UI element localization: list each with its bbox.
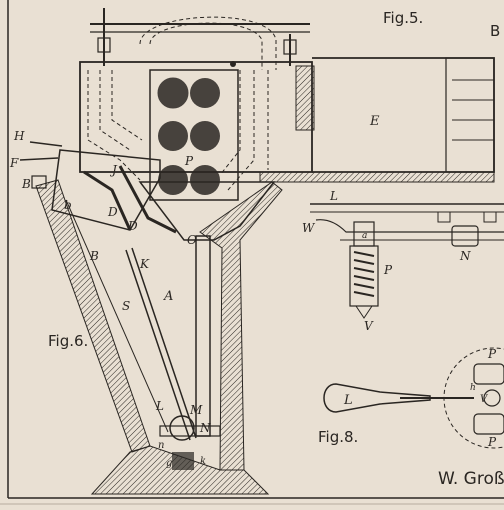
handle-swing-arc (443, 347, 504, 449)
label-h: h (470, 383, 476, 393)
roller-3 (158, 121, 188, 151)
label-B-lower: B (89, 249, 99, 263)
pulley-M (169, 415, 195, 441)
label-B-left: B (21, 177, 31, 191)
label-b: b (64, 198, 72, 212)
pivot-dot (230, 61, 236, 67)
left-nut (97, 37, 111, 53)
label-a: a (362, 231, 367, 241)
rod-K-inner (131, 247, 197, 439)
label-D-upper: D (107, 205, 118, 219)
rail-W (315, 219, 504, 233)
label-N-clamp: N (459, 249, 471, 263)
roller-6 (190, 165, 220, 195)
label-P-bottom: P (487, 435, 497, 449)
label-O: O (187, 233, 197, 247)
label-V-handle: V (480, 394, 489, 405)
label-S: S (122, 299, 130, 313)
lever-N (159, 425, 221, 437)
frame-right-leg (199, 181, 283, 471)
plate-F (19, 157, 59, 161)
clip-1 (437, 211, 451, 223)
label-M: M (189, 403, 203, 417)
handle-hub (483, 389, 501, 407)
rod-S (65, 199, 169, 433)
handle-cap-top (473, 363, 504, 385)
caption-fig6: Fig.6. (48, 332, 88, 350)
label-V-spring: V (364, 319, 374, 333)
bracket-B (31, 175, 47, 189)
label-P-spring: P (383, 263, 393, 277)
label-g: g (166, 458, 172, 469)
right-nut (283, 39, 297, 55)
roller-2 (190, 78, 220, 108)
label-P-top: P (487, 347, 497, 361)
label-K: K (139, 257, 150, 271)
label-n: n (158, 440, 164, 451)
label-P-roller: P (184, 154, 194, 168)
housing-wall (295, 65, 315, 131)
plate-H (29, 141, 63, 147)
clip-2 (483, 211, 497, 223)
roller-4 (190, 121, 220, 151)
label-L-handle: L (343, 393, 353, 408)
label-F: F (9, 156, 19, 170)
label-E: E (369, 114, 380, 129)
roller-1 (157, 77, 189, 109)
clamp-N (451, 225, 479, 247)
funnel-plate-D (83, 170, 132, 231)
caption-fig5: Fig.5. (383, 9, 423, 27)
label-A: A (163, 289, 173, 304)
handle-cap-bottom (473, 413, 504, 435)
rod-K (125, 249, 191, 441)
label-H: H (13, 129, 25, 143)
arm-base-plate (259, 171, 495, 183)
hidden-lines (87, 16, 277, 191)
arm-E (312, 57, 495, 173)
roller-5 (158, 165, 188, 195)
counterweight (172, 452, 194, 470)
label-N-lower: N (199, 421, 211, 435)
roller-stack (149, 61, 239, 201)
edge-letter: B (490, 22, 500, 40)
label-J: J (109, 163, 118, 177)
label-W: W (302, 221, 316, 235)
signature: W. Groß (438, 469, 504, 489)
funnel-plate-J (118, 165, 177, 234)
label-D-lower: D (127, 219, 138, 233)
label-L-rail: L (329, 189, 338, 203)
caption-fig8: Fig.8. (318, 428, 358, 446)
label-L-lower: L (155, 399, 164, 413)
arm-end-cap (445, 57, 495, 173)
spring-P (349, 221, 379, 319)
label-k: k (200, 456, 206, 467)
